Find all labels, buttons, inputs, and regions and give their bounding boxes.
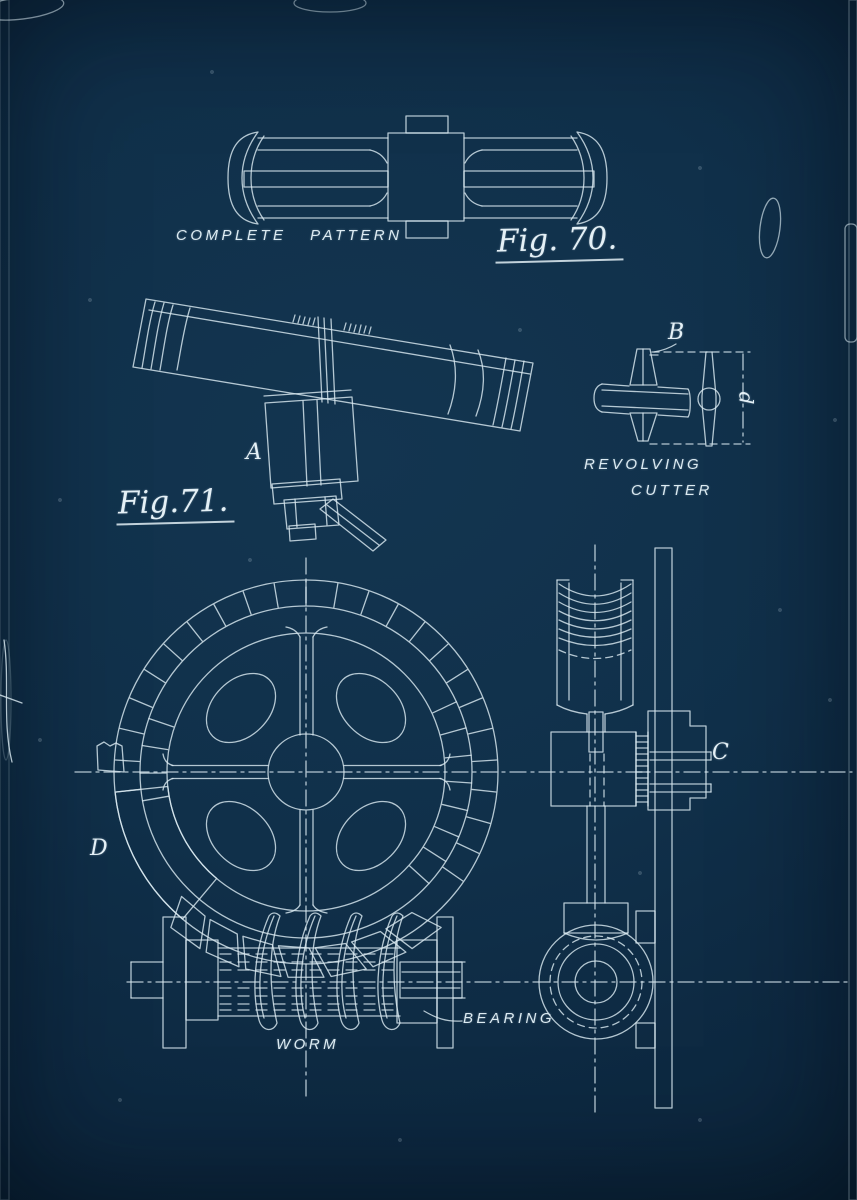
revolving-cutter-caption-line1: REVOLVING [584,456,703,473]
centerlines [74,544,853,1113]
section-view-drawing [538,547,712,1109]
worm-drawing [130,912,466,1049]
part-label-b: B [668,320,685,345]
part-label-a: A [246,440,262,465]
dimension-label: d [734,391,759,405]
fig70-label: Fig. 70. [494,220,624,264]
fig70-caption: COMPLETE PATTERN [176,227,403,244]
fig71-drawing [132,298,534,552]
fig71-label: Fig.71. [115,482,235,526]
revolving-cutter-caption-line2: CUTTER [631,482,713,499]
fig70-drawing [227,115,608,239]
paper-scratches [0,639,23,763]
paper-specks [38,70,837,1142]
bearing-caption: BEARING [463,1010,556,1027]
part-label-c: C [712,740,729,765]
revolving-cutter-drawing [593,343,751,447]
worm-caption: WORM [276,1036,340,1053]
part-label-d: D [90,836,108,861]
worm-wheel-drawing [96,579,499,978]
